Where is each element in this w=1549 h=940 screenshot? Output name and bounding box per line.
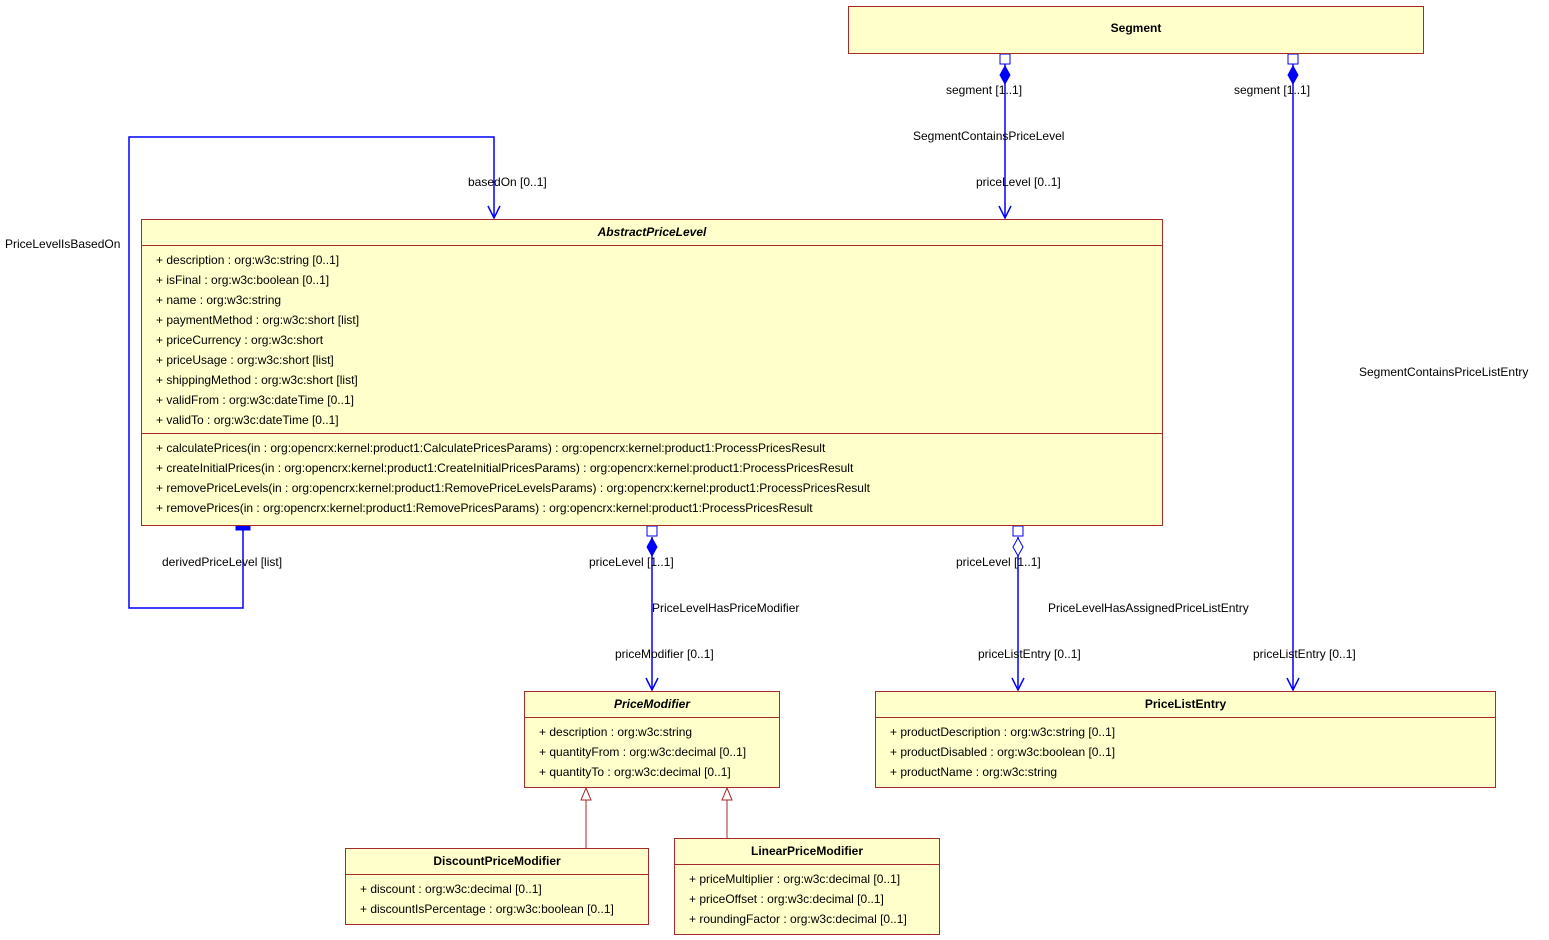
class-name: AbstractPriceLevel xyxy=(142,220,1162,246)
operation: + calculatePrices(in : org:opencrx:kerne… xyxy=(156,441,826,455)
attributes-compartment: + productDescription : org:w3c:string [0… xyxy=(876,718,1495,785)
assoc-line-price-level-based-on xyxy=(128,136,495,609)
aggregation-diamond xyxy=(1012,536,1024,558)
attribute: + productDescription : org:w3c:string [0… xyxy=(890,725,1116,739)
navigability-square xyxy=(1012,525,1024,537)
attribute: + discountIsPercentage : org:w3c:boolean… xyxy=(360,902,614,916)
attribute: + name : org:w3c:string xyxy=(156,293,282,307)
attribute: + shippingMethod : org:w3c:short [list] xyxy=(156,373,358,387)
association-name-label: PriceLevelIsBasedOn xyxy=(5,237,121,251)
role-label-based-on: basedOn [0..1] xyxy=(468,175,547,189)
class-name: DiscountPriceModifier xyxy=(346,849,648,875)
operations-compartment: + calculatePrices(in : org:opencrx:kerne… xyxy=(142,433,1162,521)
attribute: + priceCurrency : org:w3c:short xyxy=(156,333,324,347)
association-name-label: SegmentContainsPriceLevel xyxy=(913,129,1065,143)
arrowhead xyxy=(1011,677,1025,692)
navigability-square xyxy=(1287,53,1299,65)
operation: + removePrices(in : org:opencrx:kernel:p… xyxy=(156,501,813,515)
class-name: Segment xyxy=(1110,21,1162,35)
attribute: + roundingFactor : org:w3c:decimal [0..1… xyxy=(689,912,907,926)
attributes-compartment: + description : org:w3c:string + quantit… xyxy=(525,718,779,785)
attribute: + productDisabled : org:w3c:boolean [0..… xyxy=(890,745,1116,759)
arrowhead xyxy=(645,677,659,692)
arrowhead xyxy=(1286,677,1300,692)
attribute: + description : org:w3c:string [0..1] xyxy=(156,253,340,267)
class-segment[interactable]: Segment xyxy=(848,6,1424,54)
class-price-modifier[interactable]: PriceModifier + description : org:w3c:st… xyxy=(524,691,780,788)
association-name-label: PriceLevelHasPriceModifier xyxy=(652,601,800,615)
class-name: PriceModifier xyxy=(525,692,779,718)
generalization-triangle xyxy=(721,786,733,801)
role-label-price-level: priceLevel [0..1] xyxy=(976,175,1061,189)
attributes-compartment: + priceMultiplier : org:w3c:decimal [0..… xyxy=(675,865,939,932)
role-label-derived-price-level: derivedPriceLevel [list] xyxy=(162,555,283,569)
self-association-end xyxy=(235,525,251,531)
operation: + removePriceLevels(in : org:opencrx:ker… xyxy=(156,481,870,495)
class-discount-price-modifier[interactable]: DiscountPriceModifier + discount : org:w… xyxy=(345,848,649,925)
class-name: PriceListEntry xyxy=(876,692,1495,718)
generalization-triangle xyxy=(580,786,592,801)
attribute: + priceMultiplier : org:w3c:decimal [0..… xyxy=(689,872,901,886)
attribute: + isFinal : org:w3c:boolean [0..1] xyxy=(156,273,330,287)
attribute: + validTo : org:w3c:dateTime [0..1] xyxy=(156,413,339,427)
attribute: + validFrom : org:w3c:dateTime [0..1] xyxy=(156,393,354,407)
role-label-price-level: priceLevel [1..1] xyxy=(956,555,1041,569)
role-label-price-list-entry: priceListEntry [0..1] xyxy=(1253,647,1356,661)
attribute: + description : org:w3c:string xyxy=(539,725,693,739)
role-label-price-list-entry: priceListEntry [0..1] xyxy=(978,647,1081,661)
attribute: + priceOffset : org:w3c:decimal [0..1] xyxy=(689,892,884,906)
role-label-price-modifier: priceModifier [0..1] xyxy=(615,647,714,661)
navigability-square xyxy=(646,525,658,537)
attributes-compartment: + description : org:w3c:string [0..1] + … xyxy=(142,246,1162,433)
role-label-segment: segment [1..1] xyxy=(1234,83,1311,97)
composition-diamond xyxy=(999,64,1011,86)
attribute: + discount : org:w3c:decimal [0..1] xyxy=(360,882,542,896)
arrowhead xyxy=(487,205,501,220)
class-name: LinearPriceModifier xyxy=(675,839,939,865)
attribute: + productName : org:w3c:string xyxy=(890,765,1058,779)
attribute: + priceUsage : org:w3c:short [list] xyxy=(156,353,334,367)
operation: + createInitialPrices(in : org:opencrx:k… xyxy=(156,461,854,475)
association-name-label: SegmentContainsPriceListEntry xyxy=(1359,365,1529,379)
attribute: + quantityFrom : org:w3c:decimal [0..1] xyxy=(539,745,747,759)
class-abstract-price-level[interactable]: AbstractPriceLevel + description : org:w… xyxy=(141,219,1163,526)
role-label-price-level: priceLevel [1..1] xyxy=(589,555,674,569)
class-linear-price-modifier[interactable]: LinearPriceModifier + priceMultiplier : … xyxy=(674,838,940,935)
role-label-segment: segment [1..1] xyxy=(946,83,1023,97)
composition-diamond xyxy=(1287,64,1299,86)
attributes-compartment: + discount : org:w3c:decimal [0..1] + di… xyxy=(346,875,648,922)
navigability-square xyxy=(999,53,1011,65)
class-price-list-entry[interactable]: PriceListEntry + productDescription : or… xyxy=(875,691,1496,788)
attribute: + paymentMethod : org:w3c:short [list] xyxy=(156,313,360,327)
composition-diamond xyxy=(646,536,658,558)
attribute: + quantityTo : org:w3c:decimal [0..1] xyxy=(539,765,731,779)
association-name-label: PriceLevelHasAssignedPriceListEntry xyxy=(1048,601,1249,615)
arrowhead xyxy=(998,205,1012,220)
